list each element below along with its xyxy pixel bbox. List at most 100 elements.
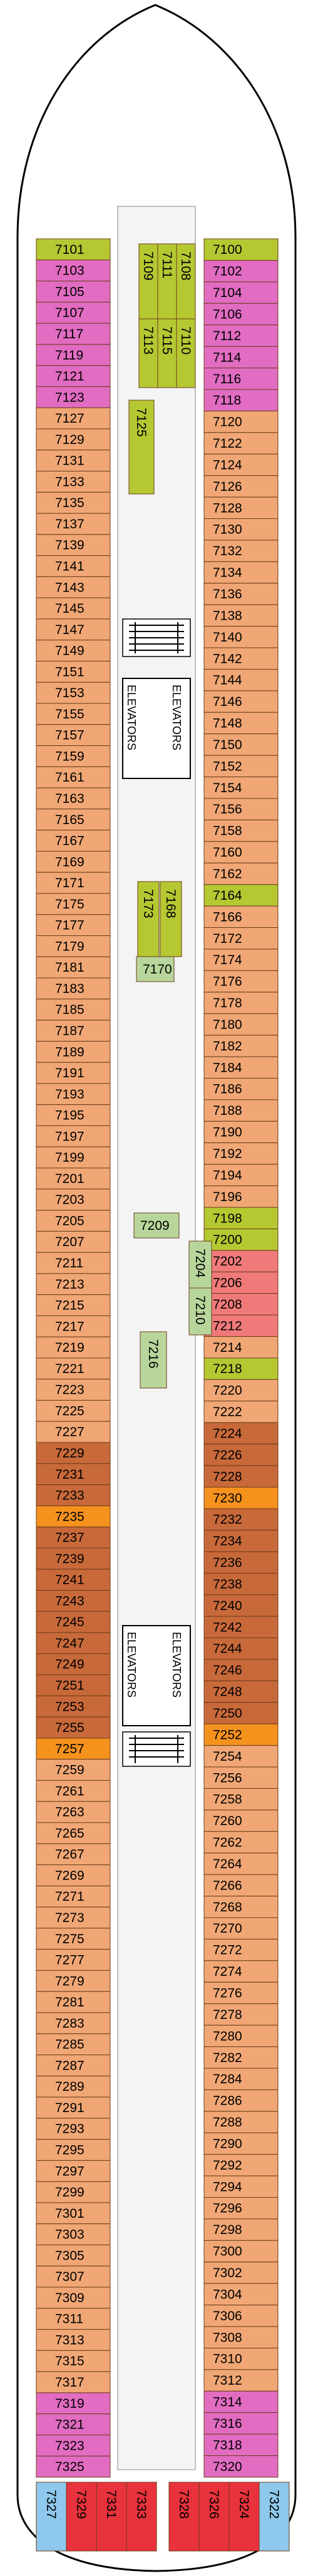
cabin-7325[interactable] (36, 2455, 111, 2478)
cabin-7145[interactable] (36, 597, 111, 620)
cabin-7291[interactable] (36, 2096, 111, 2119)
cabin-7137[interactable] (36, 513, 111, 535)
cabin-7116[interactable] (203, 368, 279, 390)
cabin-7308[interactable] (203, 2326, 279, 2348)
cabin-7184[interactable] (203, 1056, 279, 1079)
cabin-7150[interactable] (203, 733, 279, 756)
cabin-7218[interactable] (203, 1357, 279, 1380)
cabin-7118[interactable] (203, 389, 279, 411)
cabin-7285[interactable] (36, 2033, 111, 2056)
cabin-7117[interactable] (36, 323, 111, 345)
cabin-7314[interactable] (203, 2390, 279, 2413)
cabin-7178[interactable] (203, 992, 279, 1014)
cabin-7245[interactable] (36, 1611, 111, 1633)
cabin-7203[interactable] (36, 1189, 111, 1211)
cabin-7331[interactable] (96, 2482, 127, 2552)
cabin-7112[interactable] (203, 325, 279, 347)
cabin-7222[interactable] (203, 1401, 279, 1423)
cabin-7274[interactable] (203, 1960, 279, 1983)
cabin-7229[interactable] (36, 1442, 111, 1464)
cabin-7215[interactable] (36, 1294, 111, 1316)
cabin-7188[interactable] (203, 1099, 279, 1122)
cabin-7109[interactable] (138, 243, 158, 319)
cabin-7326[interactable] (198, 2482, 230, 2552)
cabin-7186[interactable] (203, 1078, 279, 1100)
cabin-7283[interactable] (36, 2012, 111, 2035)
cabin-7247[interactable] (36, 1632, 111, 1654)
cabin-7333[interactable] (126, 2482, 157, 2552)
cabin-7102[interactable] (203, 259, 279, 283)
cabin-7294[interactable] (203, 2175, 279, 2198)
cabin-7104[interactable] (203, 281, 279, 304)
cabin-7201[interactable] (36, 1167, 111, 1190)
cabin-7121[interactable] (36, 365, 111, 387)
cabin-7266[interactable] (203, 1874, 279, 1897)
cabin-7207[interactable] (36, 1230, 111, 1253)
cabin-7216[interactable] (140, 1331, 167, 1389)
cabin-7240[interactable] (203, 1594, 279, 1617)
cabin-7141[interactable] (36, 555, 111, 577)
cabin-7113[interactable] (138, 318, 158, 388)
cabin-7143[interactable] (36, 576, 111, 598)
cabin-7244[interactable] (203, 1638, 279, 1660)
cabin-7128[interactable] (203, 496, 279, 519)
cabin-7220[interactable] (203, 1379, 279, 1402)
cabin-7246[interactable] (203, 1659, 279, 1681)
cabin-7284[interactable] (203, 2068, 279, 2090)
cabin-7324[interactable] (228, 2482, 260, 2552)
cabin-7160[interactable] (203, 841, 279, 863)
cabin-7205[interactable] (36, 1210, 111, 1232)
cabin-7281[interactable] (36, 1991, 111, 2013)
cabin-7136[interactable] (203, 583, 279, 605)
cabin-7146[interactable] (203, 690, 279, 713)
cabin-7105[interactable] (36, 281, 111, 303)
cabin-7132[interactable] (203, 540, 279, 562)
cabin-7249[interactable] (36, 1653, 111, 1676)
cabin-7221[interactable] (36, 1357, 111, 1380)
cabin-7320[interactable] (203, 2455, 279, 2478)
cabin-7233[interactable] (36, 1484, 111, 1506)
cabin-7129[interactable] (36, 428, 111, 451)
cabin-7161[interactable] (36, 766, 111, 788)
cabin-7227[interactable] (36, 1421, 111, 1443)
cabin-7115[interactable] (157, 318, 177, 388)
cabin-7328[interactable] (168, 2482, 200, 2552)
cabin-7226[interactable] (203, 1444, 279, 1466)
cabin-7170[interactable] (136, 956, 175, 982)
cabin-7268[interactable] (203, 1896, 279, 1918)
cabin-7234[interactable] (203, 1529, 279, 1552)
cabin-7177[interactable] (36, 914, 111, 937)
cabin-7148[interactable] (203, 712, 279, 735)
cabin-7191[interactable] (36, 1062, 111, 1084)
cabin-7180[interactable] (203, 1013, 279, 1036)
cabin-7176[interactable] (203, 970, 279, 993)
cabin-7196[interactable] (203, 1185, 279, 1208)
cabin-7270[interactable] (203, 1917, 279, 1940)
cabin-7223[interactable] (36, 1379, 111, 1401)
cabin-7199[interactable] (36, 1146, 111, 1169)
cabin-7131[interactable] (36, 450, 111, 472)
cabin-7152[interactable] (203, 755, 279, 778)
cabin-7114[interactable] (203, 346, 279, 369)
cabin-7256[interactable] (203, 1766, 279, 1789)
cabin-7192[interactable] (203, 1142, 279, 1165)
cabin-7134[interactable] (203, 561, 279, 584)
cabin-7144[interactable] (203, 668, 279, 692)
cabin-7321[interactable] (36, 2413, 111, 2435)
cabin-7329[interactable] (66, 2482, 97, 2552)
cabin-7159[interactable] (36, 745, 111, 767)
cabin-7101[interactable] (36, 238, 111, 261)
cabin-7296[interactable] (203, 2197, 279, 2220)
cabin-7157[interactable] (36, 724, 111, 747)
cabin-7214[interactable] (203, 1336, 279, 1359)
cabin-7225[interactable] (36, 1400, 111, 1422)
cabin-7195[interactable] (36, 1104, 111, 1126)
cabin-7187[interactable] (36, 1020, 111, 1042)
cabin-7252[interactable] (203, 1723, 279, 1746)
cabin-7297[interactable] (36, 2160, 111, 2182)
cabin-7265[interactable] (36, 1822, 111, 1844)
cabin-7280[interactable] (203, 2025, 279, 2048)
cabin-7248[interactable] (203, 1680, 279, 1703)
cabin-7251[interactable] (36, 1674, 111, 1696)
cabin-7166[interactable] (203, 905, 279, 928)
